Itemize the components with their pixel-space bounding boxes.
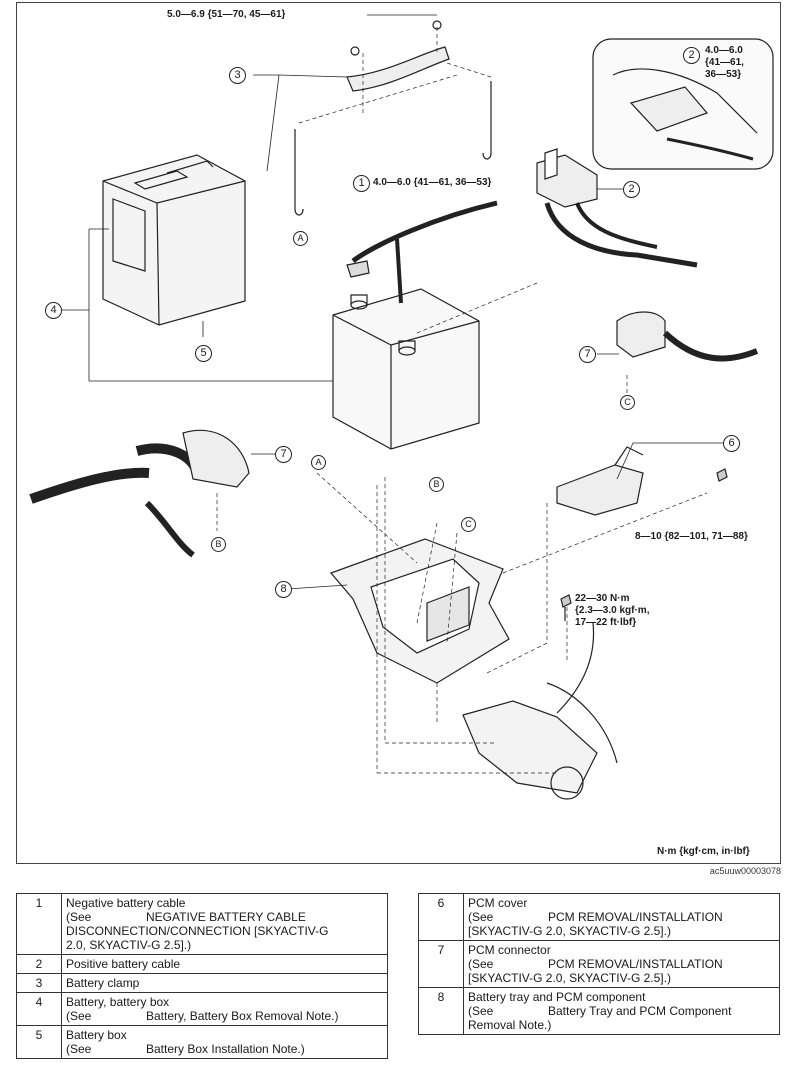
table-row: 1 Negative battery cable (See NEGATIVE B… (16, 893, 388, 955)
row-title: Battery clamp (61, 973, 388, 993)
see-label: (See (66, 1042, 92, 1056)
row-number: 3 (16, 973, 62, 993)
see-label: (See (468, 1004, 494, 1018)
see-reference: (See NEGATIVE BATTERY CABLE (66, 910, 383, 924)
bracket-drawing (462, 622, 618, 800)
torque-inset-line2: {41—61, (705, 57, 744, 68)
reference-link[interactable]: PCM REMOVAL/INSTALLATION (548, 957, 723, 971)
reference-link[interactable]: PCM REMOVAL/INSTALLATION (548, 910, 723, 924)
positive-cable-drawing (536, 148, 698, 268)
row-number: 6 (418, 893, 464, 941)
callout-2-inset: 2 (683, 47, 700, 64)
see-reference: (See Battery Tray and PCM Component (468, 1004, 775, 1018)
table-row: 3 Battery clamp (16, 973, 388, 993)
units-label: N·m {kgf·cm, in·lbf} (657, 846, 750, 857)
marker-c-tray: C (461, 517, 476, 532)
see-label: (See (66, 1009, 92, 1023)
row-description: Battery box (See Battery Box Installatio… (61, 1025, 388, 1059)
see-reference: (See Battery, Battery Box Removal Note.) (66, 1009, 383, 1023)
callout-6: 6 (723, 435, 740, 452)
marker-b-connector: B (211, 537, 226, 552)
see-label: (See (468, 957, 494, 971)
torque-pcm-cover-bolt: 8—10 {82—101, 71—88} (635, 531, 748, 542)
legend-table-left: 1 Negative battery cable (See NEGATIVE B… (16, 893, 388, 1059)
marker-a-top: A (293, 231, 308, 246)
callout-5: 5 (195, 345, 212, 362)
callout-3: 3 (229, 67, 246, 84)
reference-link-cont[interactable]: DISCONNECTION/CONNECTION [SKYACTIV-G (66, 924, 329, 938)
torque-inset-line3: 36—53} (705, 69, 742, 80)
torque-tray-line1: 22—30 N·m (575, 593, 630, 604)
legend-table-right: 6 PCM cover (See PCM REMOVAL/INSTALLATIO… (418, 893, 780, 1035)
marker-c-connector: C (620, 395, 635, 410)
row-description: Battery, battery box (See Battery, Batte… (61, 992, 388, 1026)
connector-large-drawing (29, 429, 250, 558)
table-row: 7 PCM connector (See PCM REMOVAL/INSTALL… (418, 940, 780, 988)
battery-drawing (332, 288, 480, 450)
battery-clamp-drawing (294, 20, 492, 216)
row-number: 4 (16, 992, 62, 1026)
row-number: 5 (16, 1025, 62, 1059)
torque-inset-line1: 4.0—6.0 (705, 45, 743, 56)
see-reference: (See Battery Box Installation Note.) (66, 1042, 383, 1056)
row-title: Battery box (66, 1028, 127, 1042)
table-row: 4 Battery, battery box (See Battery, Bat… (16, 992, 388, 1026)
row-number: 2 (16, 954, 62, 974)
negative-cable-drawing (351, 200, 498, 264)
row-title: Positive battery cable (61, 954, 388, 974)
reference-link-cont[interactable]: 2.0, SKYACTIV-G 2.5].) (66, 938, 192, 952)
reference-link[interactable]: Battery Box Installation Note.) (146, 1042, 305, 1056)
table-row: 5 Battery box (See Battery Box Installat… (16, 1025, 388, 1059)
row-number: 7 (418, 940, 464, 988)
reference-link-cont[interactable]: Removal Note.) (468, 1018, 552, 1032)
table-row: 2 Positive battery cable (16, 954, 388, 974)
see-reference: (See PCM REMOVAL/INSTALLATION (468, 957, 775, 971)
row-title: Battery, battery box (66, 995, 170, 1009)
see-reference: (See PCM REMOVAL/INSTALLATION (468, 910, 775, 924)
torque-tray-line3: 17—22 ft·lbf} (575, 617, 637, 628)
row-number: 8 (418, 987, 464, 1035)
callout-8: 8 (275, 581, 292, 598)
pcm-connector-drawing (616, 311, 759, 362)
callout-2: 2 (623, 181, 640, 198)
callout-7-right: 7 (579, 346, 596, 363)
reference-link[interactable]: Battery, Battery Box Removal Note.) (146, 1009, 339, 1023)
row-title: PCM connector (468, 943, 551, 957)
exploded-view-drawing (29, 14, 774, 800)
row-title: PCM cover (468, 896, 528, 910)
row-number: 1 (16, 893, 62, 955)
torque-negative-terminal: 4.0—6.0 {41—61, 36—53} (373, 177, 492, 188)
reference-link-cont[interactable]: [SKYACTIV-G 2.0, SKYACTIV-G 2.5].) (468, 924, 671, 938)
marker-b-tray: B (429, 477, 444, 492)
reference-link[interactable]: NEGATIVE BATTERY CABLE (146, 910, 306, 924)
see-label: (See (66, 910, 92, 924)
battery-box-drawing (102, 154, 246, 326)
row-title: Negative battery cable (66, 896, 186, 910)
row-title: Battery tray and PCM component (468, 990, 646, 1004)
reference-link-cont[interactable]: [SKYACTIV-G 2.0, SKYACTIV-G 2.5].) (468, 971, 671, 985)
callout-7-left: 7 (275, 446, 292, 463)
see-label: (See (468, 910, 494, 924)
marker-a-bottom: A (311, 455, 326, 470)
row-description: Battery tray and PCM component (See Batt… (463, 987, 780, 1035)
row-description: PCM cover (See PCM REMOVAL/INSTALLATION … (463, 893, 780, 941)
torque-tray-bolt: 22—30 N·m {2.3—3.0 kgf·m, 17—22 ft·lbf} (575, 593, 649, 629)
callout-1: 1 (353, 175, 370, 192)
table-row: 6 PCM cover (See PCM REMOVAL/INSTALLATIO… (418, 893, 780, 941)
inset-drawing (592, 38, 774, 170)
row-description: PCM connector (See PCM REMOVAL/INSTALLAT… (463, 940, 780, 988)
battery-tray-drawing (329, 538, 510, 684)
torque-clamp-nut: 5.0—6.9 {51—70, 45—61} (167, 9, 286, 20)
reference-link[interactable]: Battery Tray and PCM Component (548, 1004, 732, 1018)
diagram-frame: 3 1 2 2 4 5 7 6 7 8 A A B B C C 5.0—6.9 … (16, 2, 781, 864)
torque-tray-line2: {2.3—3.0 kgf·m, (575, 605, 650, 616)
reference-code: ac5uuw00003078 (709, 866, 781, 876)
row-description: Negative battery cable (See NEGATIVE BAT… (61, 893, 388, 955)
callout-4: 4 (45, 302, 62, 319)
torque-inset-positive: 4.0—6.0 {41—61, 36—53} (705, 45, 744, 81)
table-row: 8 Battery tray and PCM component (See Ba… (418, 987, 780, 1035)
pcm-cover-drawing (556, 446, 644, 516)
